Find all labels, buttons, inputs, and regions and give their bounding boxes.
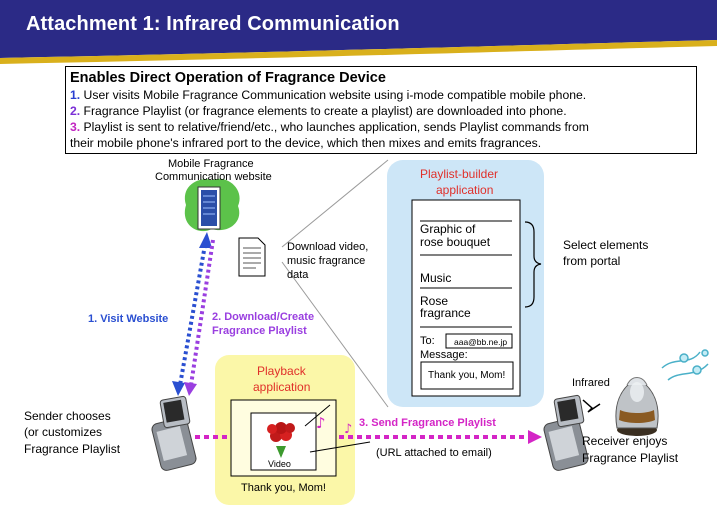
to-field (445, 333, 513, 349)
send-arrow-label: 3. Send Fragrance Playlist (359, 417, 496, 429)
download-arrow (189, 239, 215, 386)
website-label-line2: Communication website (155, 171, 272, 183)
music-item: Music (420, 271, 452, 285)
music-note-icon-2: ♪ (344, 422, 352, 437)
builder-title-line2: application (436, 183, 494, 197)
summary-title: Enables Direct Operation of Fragrance De… (70, 70, 386, 86)
infrared-signal-icon (582, 399, 601, 413)
message-value: Thank you, Mom! (428, 370, 506, 381)
summary-step-3-cont: their mobile phone's infrared port to th… (70, 136, 542, 150)
music-note-icon: ♪ (316, 414, 326, 432)
receiver-label-line1: Receiver enjoys (582, 434, 668, 448)
builder-title-line1: Playlist-builder (420, 167, 499, 181)
download-label-line1: Download video, (287, 241, 369, 253)
download-arrow-label-line1: 2. Download/Create (212, 311, 315, 323)
video-label: Video (268, 459, 291, 469)
to-value: aaa@bb.ne.jp (454, 337, 508, 347)
summary-step-2: 2. Fragrance Playlist (or fragrance elem… (70, 104, 567, 118)
summary-box: Enables Direct Operation of Fragrance De… (65, 66, 697, 154)
infrared-label: Infrared (572, 377, 610, 389)
select-label-line2: from portal (563, 254, 621, 268)
receiver-label-line2: Fragrance Playlist (582, 451, 679, 465)
sender-label-line3: Fragrance Playlist (24, 442, 121, 456)
sender-phone-icon (151, 395, 197, 471)
header-band (0, 0, 717, 64)
playback-title-line1: Playback (257, 364, 306, 378)
receiver-phone-icon (543, 394, 589, 471)
playback-title-line2: application (253, 380, 311, 394)
server-icon (184, 178, 240, 232)
website-label-line1: Mobile Fragrance (168, 158, 254, 170)
message-label: Message: (420, 349, 468, 361)
to-label: To: (420, 335, 435, 347)
url-note: (URL attached to email) (376, 447, 492, 459)
fragrance-device-icon (615, 377, 659, 436)
message-field (420, 361, 514, 390)
sender-label-line1: Sender chooses (24, 409, 111, 423)
document-icon (238, 237, 266, 277)
rose-item-line1: Rose (420, 294, 449, 308)
download-label-line2: music fragrance (287, 255, 366, 267)
graphic-item-line2: rose bouquet (420, 235, 491, 249)
select-label-line1: Select elements (563, 238, 649, 252)
summary-step-3: 3. Playlist is sent to relative/friend/e… (70, 120, 589, 134)
curly-brace (524, 221, 542, 308)
playback-message: Thank you, Mom! (241, 482, 326, 494)
rose-bouquet-icon (267, 422, 295, 458)
graphic-item-line1: Graphic of (420, 222, 476, 236)
visit-arrow-label: 1. Visit Website (88, 313, 169, 325)
fragrance-swirl-icon (661, 349, 709, 381)
visit-arrow (178, 244, 207, 386)
summary-step-1: 1. User visits Mobile Fragrance Communic… (70, 88, 587, 102)
video-frame (250, 412, 317, 471)
rose-item-line2: fragrance (420, 306, 471, 320)
download-arrow-label-line2: Fragrance Playlist (212, 325, 307, 337)
sender-label-line2: (or customizes (24, 425, 103, 439)
download-label-line3: data (287, 269, 309, 281)
page-title: Attachment 1: Infrared Communication (26, 13, 400, 35)
